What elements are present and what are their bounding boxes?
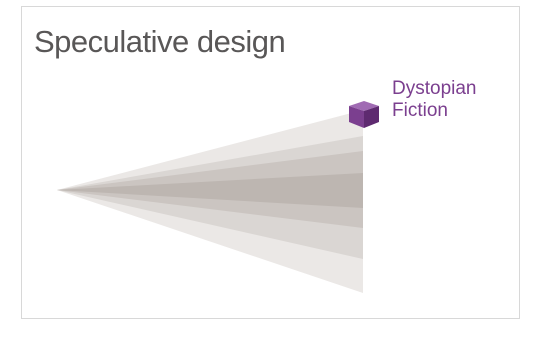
dystopian-fiction-label: Dystopian Fiction xyxy=(392,78,477,122)
label-line-2: Fiction xyxy=(392,100,448,121)
diagram-title: Speculative design xyxy=(34,24,286,59)
label-line-1: Dystopian xyxy=(392,78,477,99)
cone-layer-preferable xyxy=(57,173,363,208)
